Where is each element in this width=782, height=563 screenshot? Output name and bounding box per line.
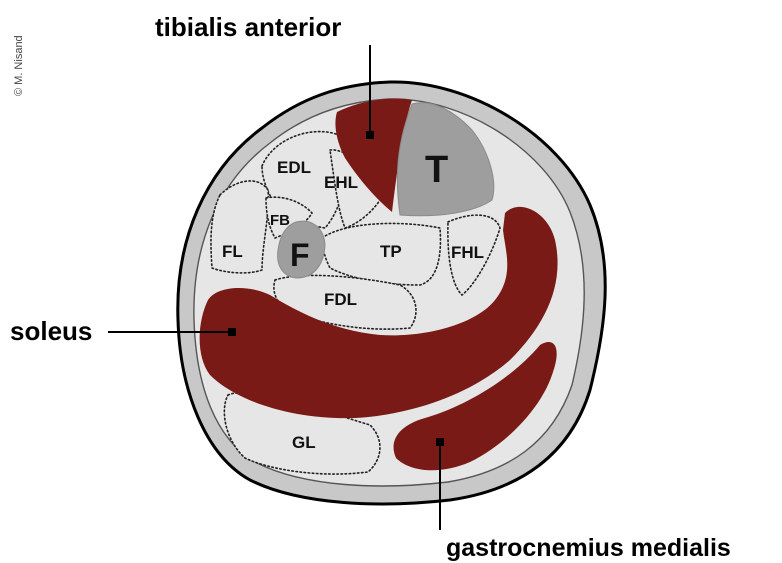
marker-soleus	[228, 328, 236, 336]
label-soleus: soleus	[10, 316, 92, 346]
label-ehl: EHL	[324, 173, 358, 192]
label-fb: FB	[270, 212, 290, 229]
label-fhl: FHL	[451, 243, 484, 262]
label-gastrocnemius-medialis: gastrocnemius medialis	[446, 534, 731, 562]
label-tibialis-anterior: tibialis anterior	[155, 12, 341, 42]
label-tp: TP	[380, 242, 402, 261]
copyright-text: © M. Nisand	[13, 35, 25, 96]
label-edl: EDL	[277, 158, 311, 177]
label-fibula: F	[290, 237, 310, 273]
label-tibia: T	[425, 149, 448, 191]
label-fdl: FDL	[324, 290, 357, 309]
label-gl: GL	[292, 433, 316, 452]
label-fl: FL	[222, 242, 243, 261]
marker-gastrocnemius-medialis	[436, 438, 444, 446]
marker-tibialis-anterior	[366, 131, 374, 139]
